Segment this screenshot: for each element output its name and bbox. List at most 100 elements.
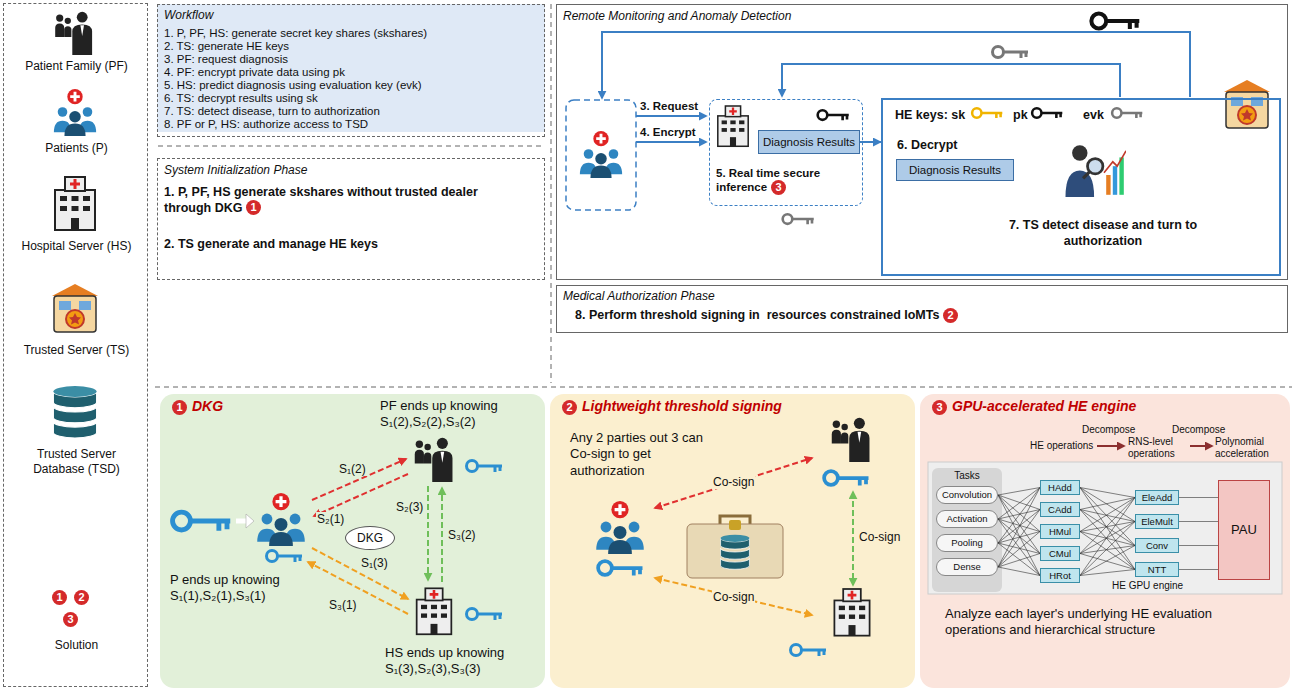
node-text: 1. P, PF, HS: generate secret key shares… xyxy=(164,26,540,40)
patient-group xyxy=(566,100,636,210)
node-text: HS ends up knowing S₁(3),S₂(3),S₃(3) xyxy=(385,645,540,678)
node-text: Remote Monitoring and Anomaly Detection xyxy=(563,9,963,24)
node-text: PF ends up knowing S₁(2),S₂(2),S₃(2) xyxy=(380,398,540,431)
hospital-group: 5. Real time secure inferenceDiagnosis R… xyxy=(709,99,863,206)
he-op-box: CAdd xyxy=(1040,502,1080,517)
decompose-arrow xyxy=(1190,445,1212,447)
connector xyxy=(998,567,1040,576)
connector xyxy=(1080,532,1135,546)
connector xyxy=(1080,498,1135,510)
connector xyxy=(998,519,1040,532)
share-arrow xyxy=(427,486,429,580)
tasks-box: TasksConvolutionActivationPoolingDense xyxy=(932,468,1002,592)
node-text: HRot xyxy=(1049,570,1071,582)
connector xyxy=(998,488,1040,544)
annotation-label: S₂(3) xyxy=(395,500,424,514)
callout-number: 2 xyxy=(74,590,89,605)
family-icon xyxy=(55,12,92,55)
key-line xyxy=(782,64,1120,97)
tasks-fill xyxy=(932,468,1002,592)
connector xyxy=(1080,546,1135,554)
annotation-label: S₁(3) xyxy=(360,556,389,570)
node-text: Trusted Server (TS) xyxy=(12,343,141,358)
rns-op-box: NTT xyxy=(1135,562,1179,577)
trusted-server-icon xyxy=(52,284,98,332)
callout-number: 1 xyxy=(246,200,261,215)
connector xyxy=(1179,521,1218,522)
node-text: PAU xyxy=(1231,522,1257,538)
rns-op-box: EleAdd xyxy=(1135,490,1179,505)
connector xyxy=(998,488,1040,496)
node-text: 6. Decrypt xyxy=(897,138,1017,154)
key-icon xyxy=(818,110,849,120)
engine-region xyxy=(928,462,1282,594)
node-text: 7. TS detect disease and turn to authori… xyxy=(993,218,1213,249)
annotation-label: Co-sign xyxy=(712,475,755,489)
node-text: Hospital Server (HS) xyxy=(12,239,141,254)
callout-number: 1 xyxy=(172,400,187,415)
legend-panel: Patient Family (PF)Patients (P)Hospital … xyxy=(3,3,148,687)
connector xyxy=(1080,570,1135,576)
annotation-label: S₂(1) xyxy=(316,512,345,526)
hospital-icon xyxy=(55,177,95,230)
patients-icon xyxy=(596,501,644,554)
connector xyxy=(1080,498,1135,576)
node-text: 1. P, PF, HS generate skshares without t… xyxy=(164,185,524,216)
key-icon xyxy=(598,561,642,575)
request-arrow xyxy=(636,115,706,117)
monitoring-panel: Remote Monitoring and Anomaly Detection 5… xyxy=(556,4,1288,280)
connector xyxy=(998,488,1040,568)
panel-fill xyxy=(920,394,1290,688)
key-icon xyxy=(1032,108,1062,118)
share-arrow xyxy=(312,548,408,599)
node-text: Any 2 parties out 3 can Co-sign to get a… xyxy=(570,430,715,479)
node-text: 8. PF or P, HS: authorize access to TSD xyxy=(164,117,540,131)
key-icon xyxy=(173,512,231,531)
node-text: DKG xyxy=(357,531,383,546)
annotation-label: Polynomial acceleration xyxy=(1215,436,1283,460)
encrypt-arrow xyxy=(636,141,706,143)
connector xyxy=(1080,498,1135,554)
separator xyxy=(551,4,552,383)
patients-icon xyxy=(580,131,622,178)
node-text: 2. TS generate and manage HE keys xyxy=(164,237,524,253)
panel-fill xyxy=(550,394,915,688)
phase-box: Medical Authorization Phase8. Perform th… xyxy=(556,285,1288,333)
arrow xyxy=(246,514,254,528)
node-text: Dense xyxy=(953,561,980,573)
callout-number: 3 xyxy=(771,180,786,195)
node-text: HE keys: sk xyxy=(895,108,985,124)
annotation-label: HE operations xyxy=(1030,440,1093,451)
node-text: Workflow xyxy=(164,8,534,23)
connector xyxy=(860,141,881,143)
trusted-server-icon xyxy=(1224,80,1270,128)
node-text: Diagnosis Results xyxy=(909,163,1001,177)
connector xyxy=(1080,522,1135,576)
annotation-label: S₁(2) xyxy=(338,462,367,476)
node-text: System Initialization Phase xyxy=(164,163,534,178)
cosign-arrow xyxy=(655,458,812,508)
node-text: HAdd xyxy=(1048,482,1072,494)
connector xyxy=(998,510,1040,568)
cosign-arrow xyxy=(655,578,812,615)
node-text: GPU-accelerated HE engine xyxy=(952,398,1252,416)
node-text: 2. TS: generate HE keys xyxy=(164,39,540,53)
dkg-panel: DKGPF ends up knowing S₁(2),S₂(2),S₃(2)P… xyxy=(160,394,545,688)
trusted-server-box: HE keys: skpkevk6. Decrypt7. TS detect d… xyxy=(881,98,1281,276)
task-node: Dense xyxy=(936,558,998,576)
key-icon xyxy=(467,461,503,473)
key-icon xyxy=(993,47,1029,59)
patients-icon xyxy=(257,493,305,546)
he-op-box: HAdd xyxy=(1040,480,1080,495)
annotation-label: 3. Request xyxy=(640,100,698,112)
node-text: Solution xyxy=(12,638,141,653)
key-icon xyxy=(1112,108,1142,118)
connector xyxy=(1080,510,1135,522)
task-node: Convolution xyxy=(936,486,998,504)
node-text: CMul xyxy=(1049,548,1071,560)
node-text: Medical Authorization Phase xyxy=(563,289,963,304)
connector xyxy=(998,532,1040,568)
result-box: Diagnosis Results xyxy=(896,159,1014,181)
node-text: Diagnosis Results xyxy=(763,135,855,149)
node-text: Tasks xyxy=(932,470,1002,483)
